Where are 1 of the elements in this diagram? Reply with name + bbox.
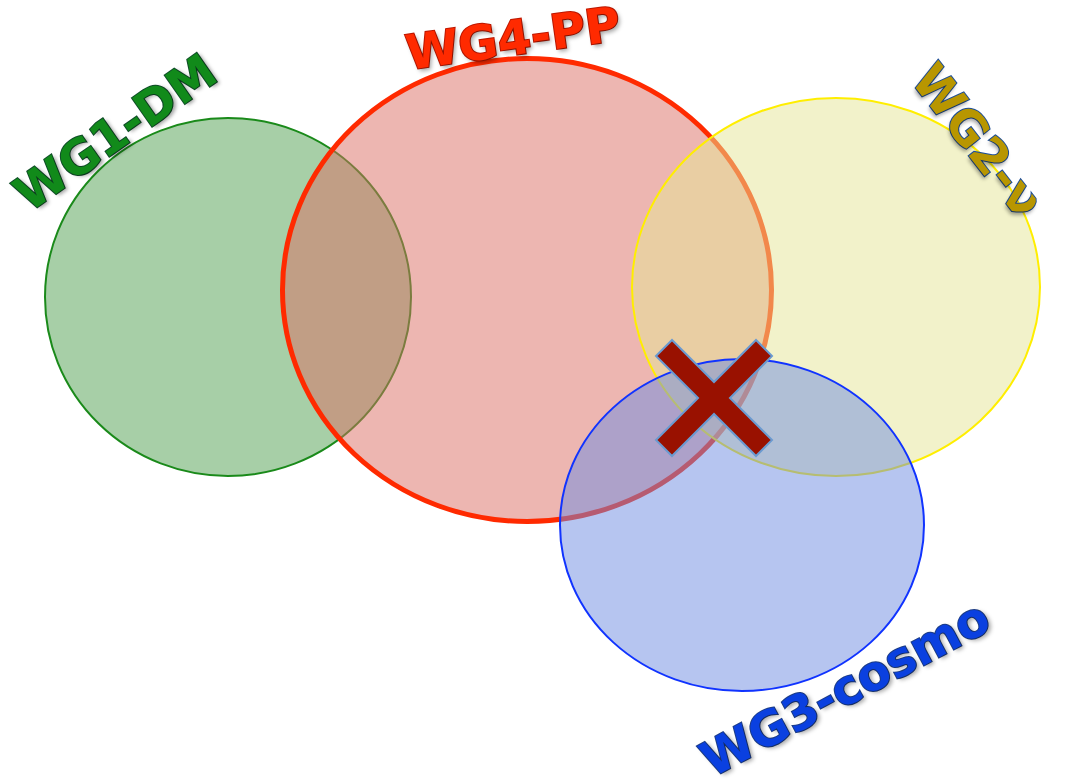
group-title: WG4-PP	[402, 0, 624, 77]
